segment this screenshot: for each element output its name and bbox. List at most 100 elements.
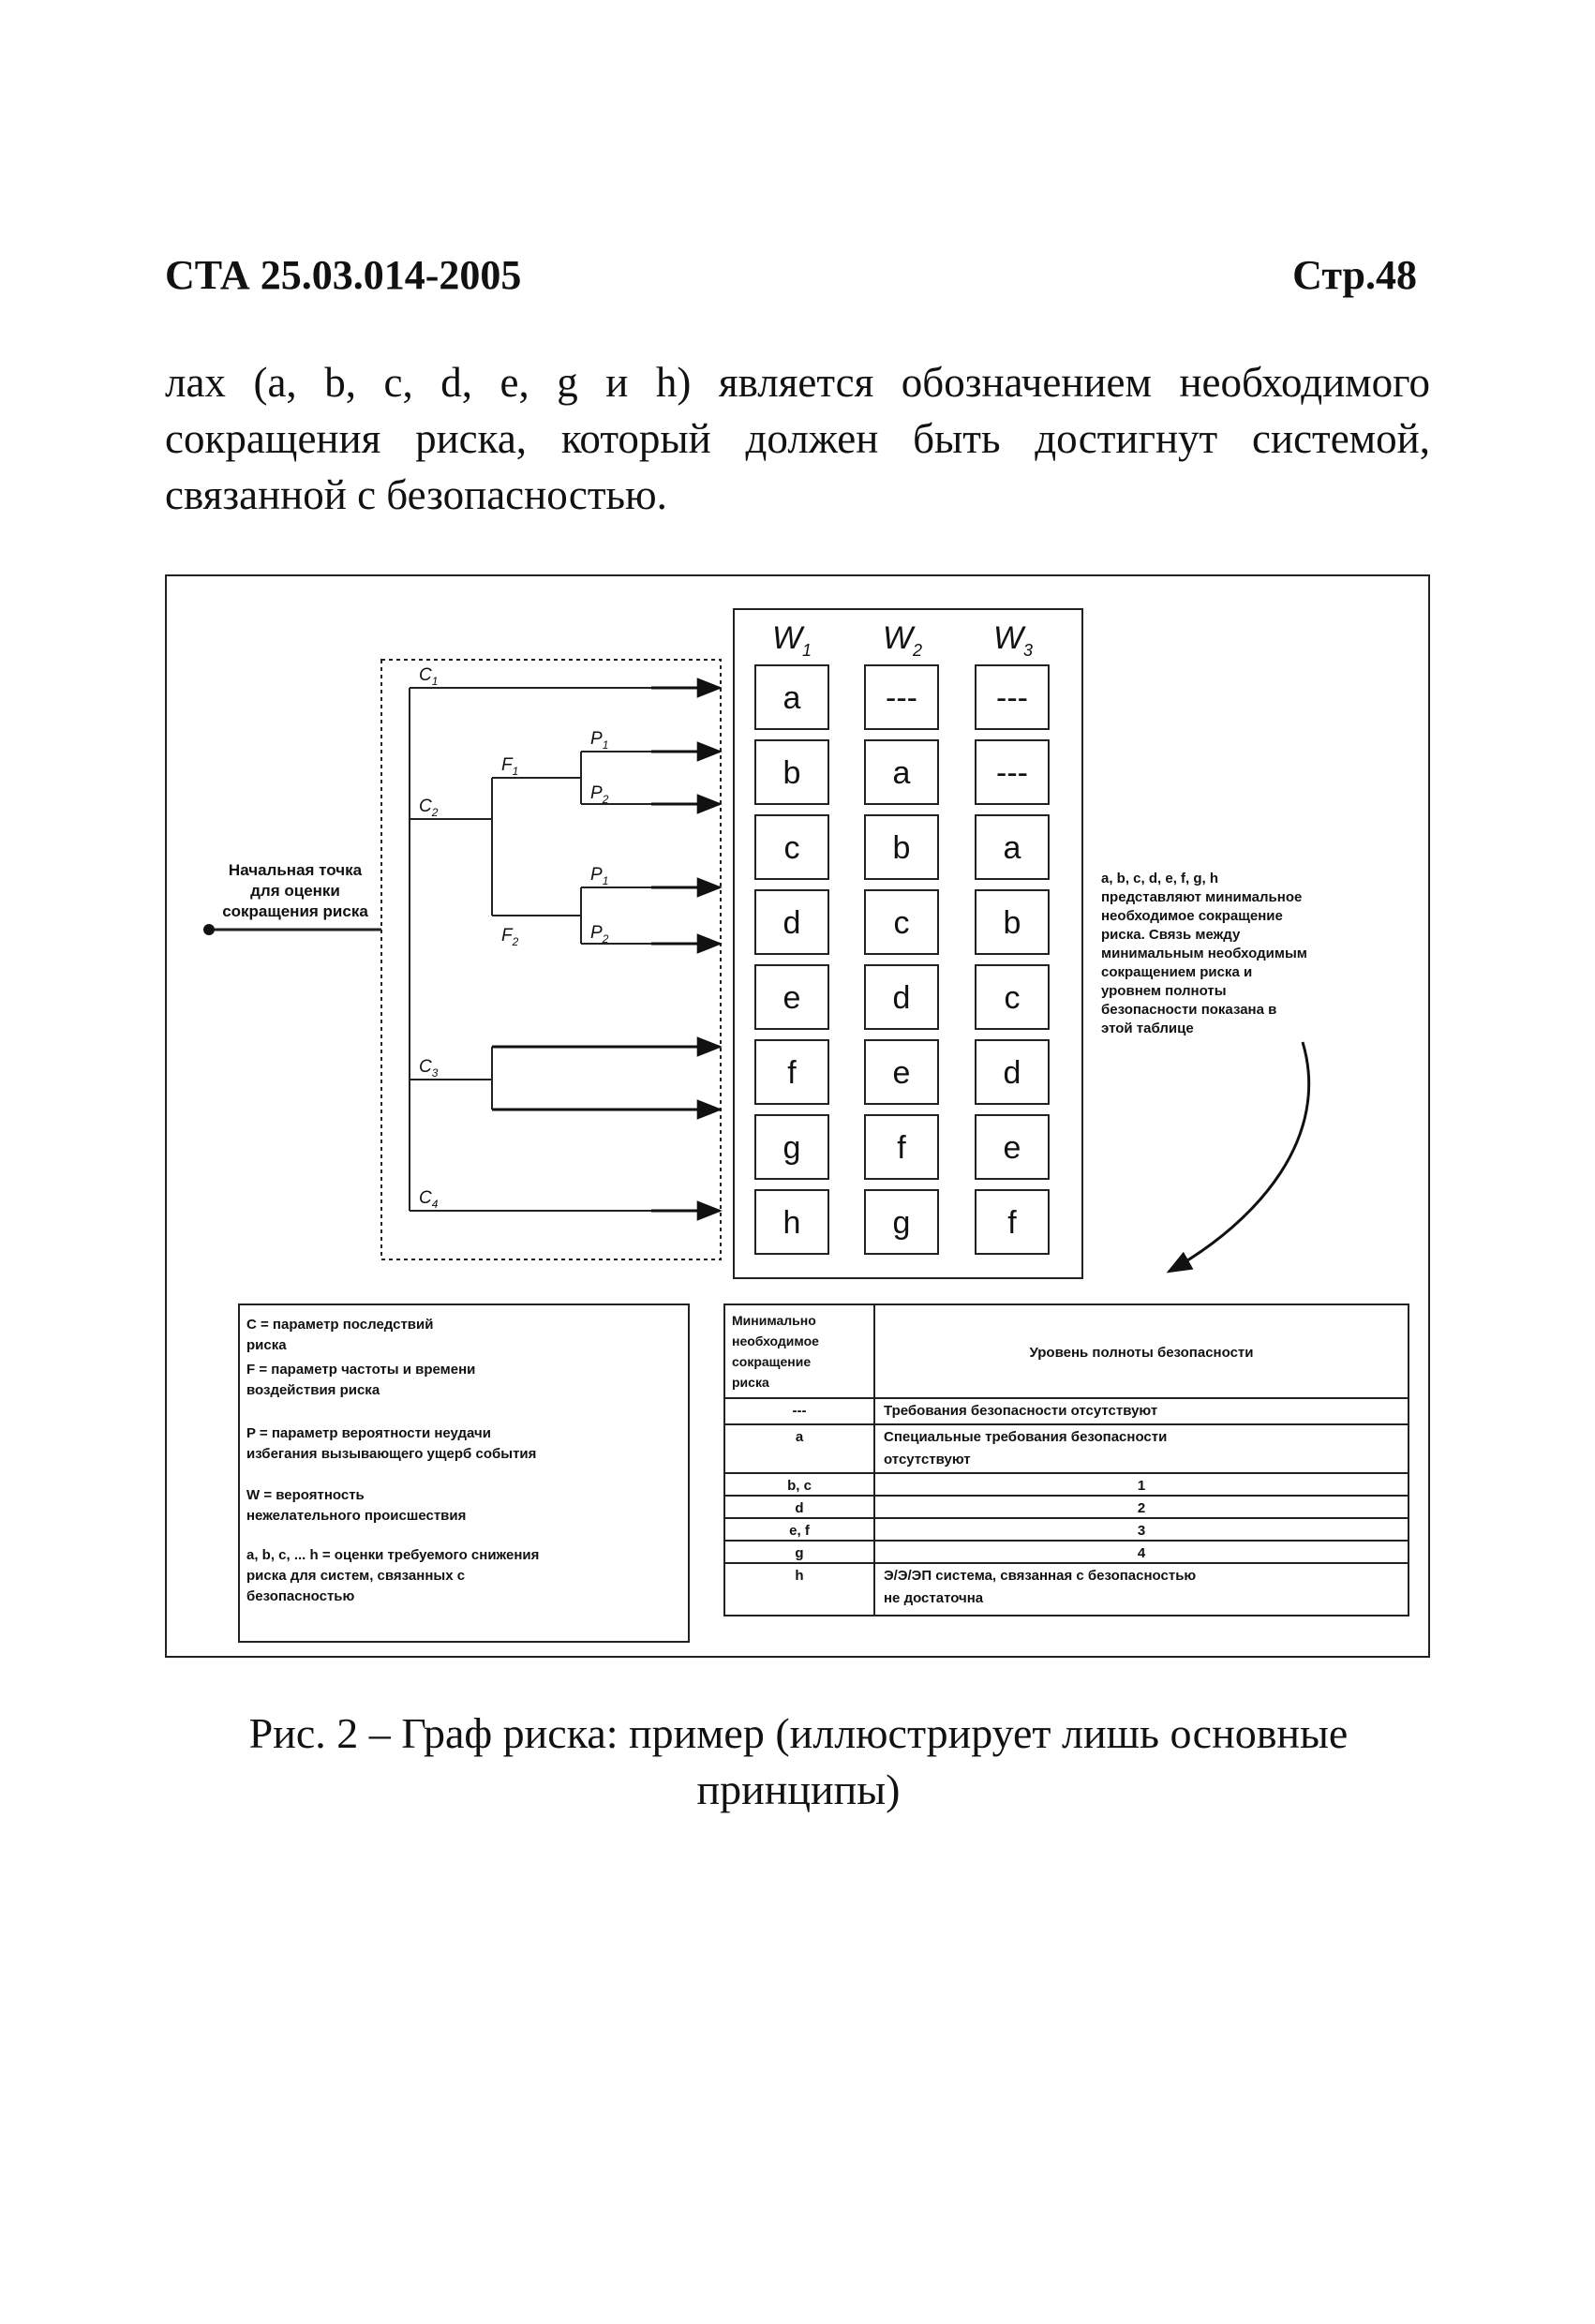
w-cell-value: b	[893, 830, 911, 866]
table-key-cell: g	[795, 1545, 803, 1561]
w-cell	[864, 1189, 939, 1255]
table-key-cell: a	[796, 1429, 804, 1445]
w-cell	[864, 889, 939, 955]
note-line: безопасности показана в	[1101, 1002, 1276, 1018]
table-value-cell: 3	[1138, 1523, 1145, 1539]
body-paragraph: лах (a, b, c, d, e, g и h) является обоз…	[165, 354, 1430, 523]
w-cell	[754, 1039, 829, 1105]
w-cell	[864, 1114, 939, 1180]
table-frame	[723, 1304, 1409, 1616]
p1-label: P1	[590, 729, 608, 752]
w-cell-value: d	[893, 980, 911, 1016]
legend-line: a, b, c, ... h = оценки требуемого сниже…	[246, 1547, 539, 1563]
w-cell-value: c	[1005, 980, 1021, 1016]
note-line: минимальным необходимым	[1101, 946, 1307, 961]
table-head-left-line: сокращение	[732, 1354, 811, 1369]
c4-label: C4	[419, 1188, 439, 1211]
w-cell	[975, 1189, 1050, 1255]
legend-line: W = вероятность	[246, 1487, 365, 1503]
w-cell-value: h	[783, 1205, 801, 1241]
w-cell	[975, 739, 1050, 805]
legend-line: избегания вызывающего ущерб события	[246, 1446, 536, 1462]
w-cell	[754, 739, 829, 805]
paragraph-line: сокращения риска, который должен быть до…	[165, 415, 1430, 462]
legend-line: P = параметр вероятности неудачи	[246, 1425, 491, 1441]
p2-label: P2	[590, 783, 609, 806]
note-arrow	[1166, 1041, 1311, 1274]
w3-header: W3	[993, 620, 1033, 660]
page-number: Стр.48	[1292, 252, 1417, 298]
note-line: сокращением риска и	[1101, 964, 1252, 980]
table-key-cell: d	[795, 1500, 803, 1516]
w-cell-value: d	[1004, 1055, 1021, 1091]
table-value-cell: 2	[1138, 1500, 1145, 1516]
legend-text: C = параметр последствий риска F = парам…	[246, 1317, 539, 1604]
w-cell-value: a	[893, 755, 911, 791]
table-head-right: Уровень полноты безопасности	[1030, 1345, 1254, 1361]
w-cell-value: a	[1004, 830, 1021, 866]
w-cell	[754, 814, 829, 880]
risk-graph-figure: Начальная точка для оценки сокращения ри…	[164, 574, 1431, 1659]
start-label-line: Начальная точка	[229, 861, 363, 879]
w-cell	[864, 964, 939, 1030]
w-cell-value: e	[893, 1055, 911, 1091]
document-id: СТА 25.03.014-2005	[165, 252, 522, 298]
w-cell	[864, 739, 939, 805]
w-cell	[975, 889, 1050, 955]
w-cell	[754, 1114, 829, 1180]
w-cell-value: g	[783, 1130, 801, 1166]
table-value-cell: не достаточна	[884, 1590, 984, 1606]
legend-line: безопасностью	[246, 1588, 355, 1604]
legend-line: риска для систем, связанных с	[246, 1568, 465, 1584]
w-cell	[864, 814, 939, 880]
w-cell-value: ---	[996, 680, 1028, 716]
w-cell-value: f	[1007, 1205, 1017, 1241]
legend-box	[238, 1304, 690, 1643]
graph-dashed-box	[380, 659, 722, 1260]
w-cell-value: f	[897, 1130, 906, 1166]
w-cell	[864, 1039, 939, 1105]
w-cell-value: f	[787, 1055, 797, 1091]
f1-label: F1	[501, 755, 518, 778]
legend-line: воздействия риска	[246, 1382, 380, 1398]
paragraph-line: лах (a, b, c, d, e, g и h) является обоз…	[165, 359, 1430, 406]
c2-label: C2	[419, 797, 439, 819]
table-value-cell: Требования безопасности отсутствуют	[884, 1403, 1157, 1419]
table-value-cell: отсутствуют	[884, 1452, 971, 1467]
w-cell	[754, 889, 829, 955]
p1-label: P1	[590, 865, 608, 887]
paragraph-line: связанной с безопасностью.	[165, 471, 667, 518]
w-cell	[754, 1189, 829, 1255]
table-value-cell: Э/Э/ЭП система, связанная с безопасность…	[884, 1568, 1196, 1584]
table-head-left-line: необходимое	[732, 1333, 819, 1348]
w-cell	[975, 1039, 1050, 1105]
caption-line: принципы)	[696, 1765, 901, 1813]
table-head-left-line: Минимально	[732, 1313, 816, 1328]
w-cell	[975, 814, 1050, 880]
table-key-cell: ---	[793, 1403, 807, 1419]
p2-label: P2	[590, 923, 609, 946]
w-cell-value: e	[783, 980, 801, 1016]
w-cell-value: c	[894, 905, 910, 941]
table-value-cell: 4	[1138, 1545, 1146, 1561]
table-key-cell: h	[795, 1568, 803, 1584]
c1-label: C1	[419, 665, 438, 688]
w-cell	[754, 664, 829, 730]
note-text: a, b, c, d, e, f, g, h представляют мини…	[1101, 871, 1307, 1036]
start-label-line: сокращения риска	[222, 902, 368, 920]
w-cell-value: d	[783, 905, 801, 941]
legend-line: C = параметр последствий	[246, 1317, 433, 1333]
w1-header: W1	[772, 620, 812, 660]
note-line: представляют минимальное	[1101, 889, 1302, 905]
w-cell	[975, 964, 1050, 1030]
w-cell-value: e	[1004, 1130, 1021, 1166]
start-label-line: для оценки	[250, 882, 340, 900]
w-cell	[975, 664, 1050, 730]
note-line: a, b, c, d, e, f, g, h	[1101, 871, 1218, 886]
figure-frame	[165, 574, 1430, 1658]
legend-line: F = параметр частоты и времени	[246, 1362, 475, 1378]
sil-table: МинимальнонеобходимоесокращениерискаУров…	[723, 1304, 1409, 1616]
w-columns-box	[733, 608, 1083, 1279]
note-line: уровнем полноты	[1101, 983, 1227, 999]
